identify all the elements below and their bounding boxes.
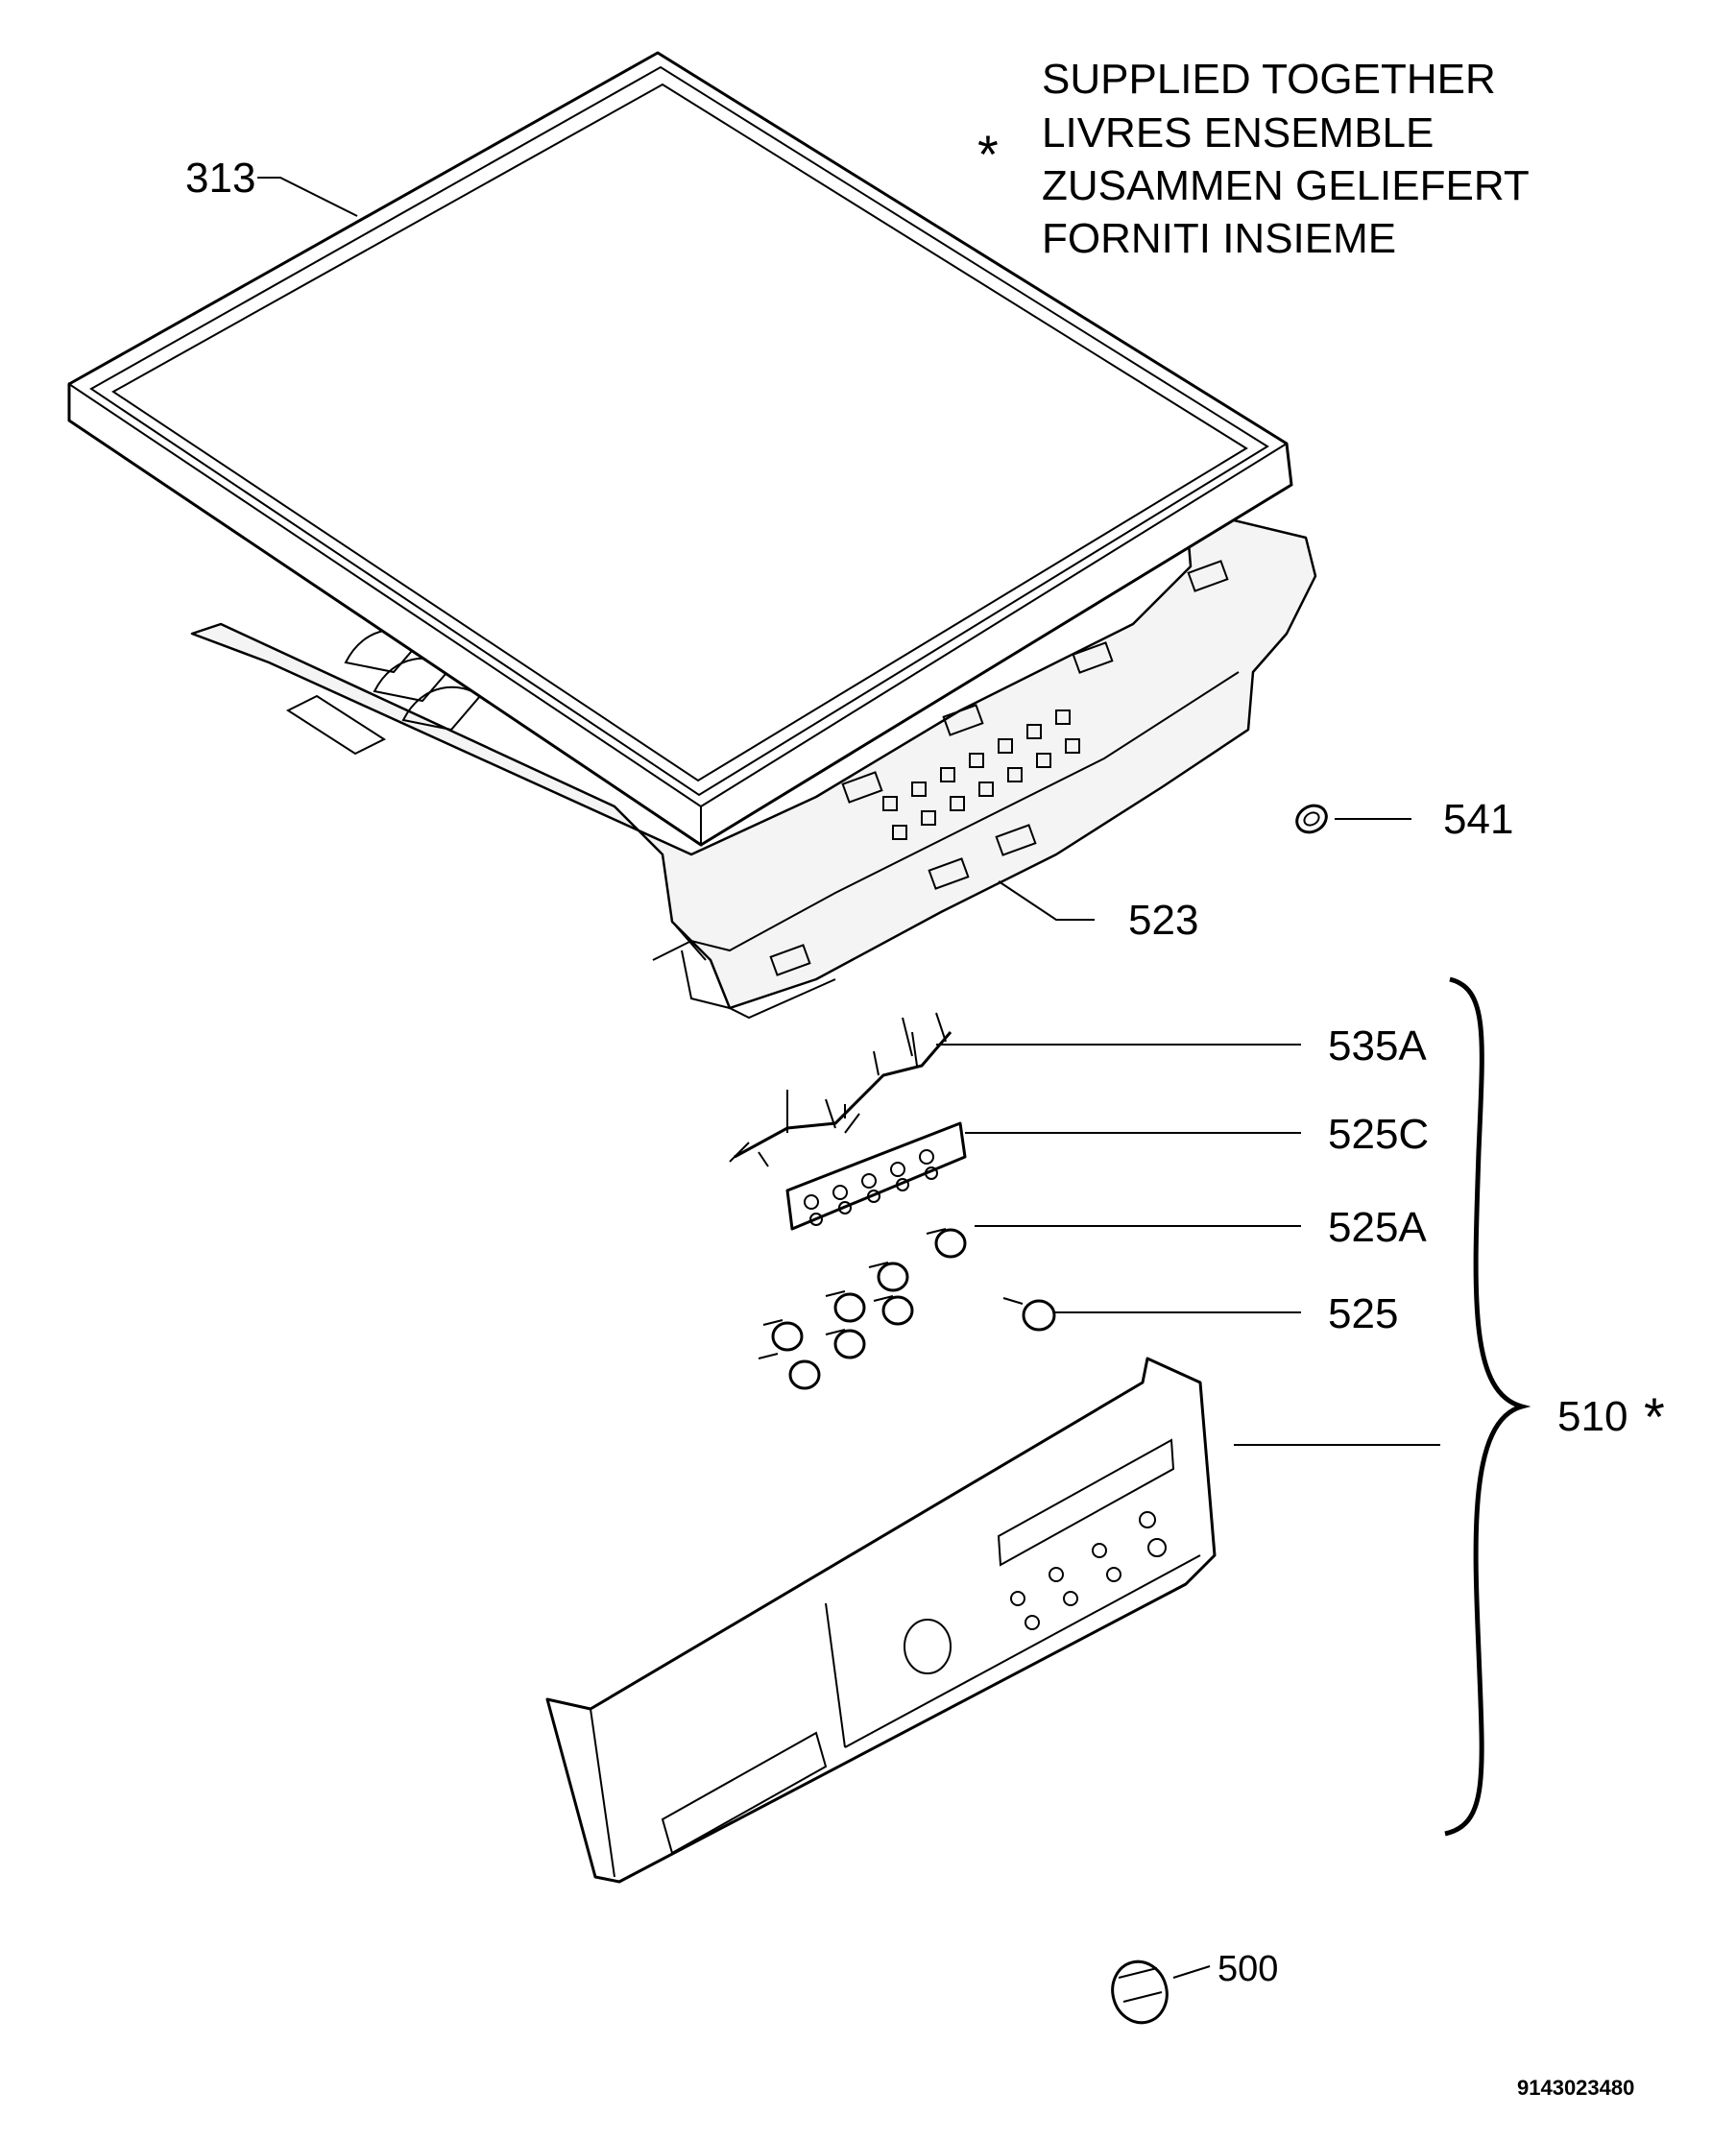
button-cap <box>868 1262 909 1292</box>
note-line-fr: LIVRES ENSEMBLE <box>1042 109 1434 156</box>
part-541-grommet <box>1295 804 1328 834</box>
frame-hole-grid <box>882 709 1080 840</box>
label-525C: 525C <box>1328 1111 1429 1158</box>
note-asterisk: * <box>977 124 999 184</box>
label-535A: 535A <box>1328 1022 1427 1070</box>
label-510: 510 <box>1557 1393 1628 1440</box>
part-535A-wire-assembly <box>729 1012 952 1167</box>
button-cap <box>758 1353 821 1390</box>
leader-lines <box>257 177 1440 1979</box>
part-500-knob <box>1111 1960 1169 2025</box>
button-cap <box>926 1228 967 1259</box>
button-cap <box>762 1319 804 1352</box>
part-labels: 313 523 541 535A 525C 525A 525 510 * 500 <box>185 155 1665 1989</box>
part-525A-button-cluster <box>758 1228 967 1390</box>
label-541: 541 <box>1443 796 1513 843</box>
note-line-en: SUPPLIED TOGETHER <box>1042 56 1496 103</box>
label-500: 500 <box>1218 1949 1278 1989</box>
button-cap <box>825 1290 866 1323</box>
part-523-frame <box>190 507 1317 1020</box>
part-313-lid <box>67 51 1293 847</box>
label-313: 313 <box>185 155 255 202</box>
label-523: 523 <box>1128 897 1198 944</box>
part-525C-circuit-board <box>785 1121 967 1231</box>
button-cap <box>873 1295 914 1326</box>
supplied-together-note: * SUPPLIED TOGETHER LIVRES ENSEMBLE ZUSA… <box>977 56 1530 262</box>
note-line-it: FORNITI INSIEME <box>1042 215 1396 262</box>
drawing-reference-number: 9143023480 <box>1517 2076 1634 2100</box>
label-510-asterisk: * <box>1644 1386 1665 1447</box>
label-525A: 525A <box>1328 1204 1427 1251</box>
note-line-de: ZUSAMMEN GELIEFERT <box>1042 162 1530 209</box>
group-brace-510 <box>1444 976 1531 1837</box>
label-525: 525 <box>1328 1290 1398 1337</box>
part-525-button <box>1002 1297 1056 1332</box>
part-510-control-panel <box>545 1357 1217 1884</box>
button-cap <box>825 1329 866 1359</box>
